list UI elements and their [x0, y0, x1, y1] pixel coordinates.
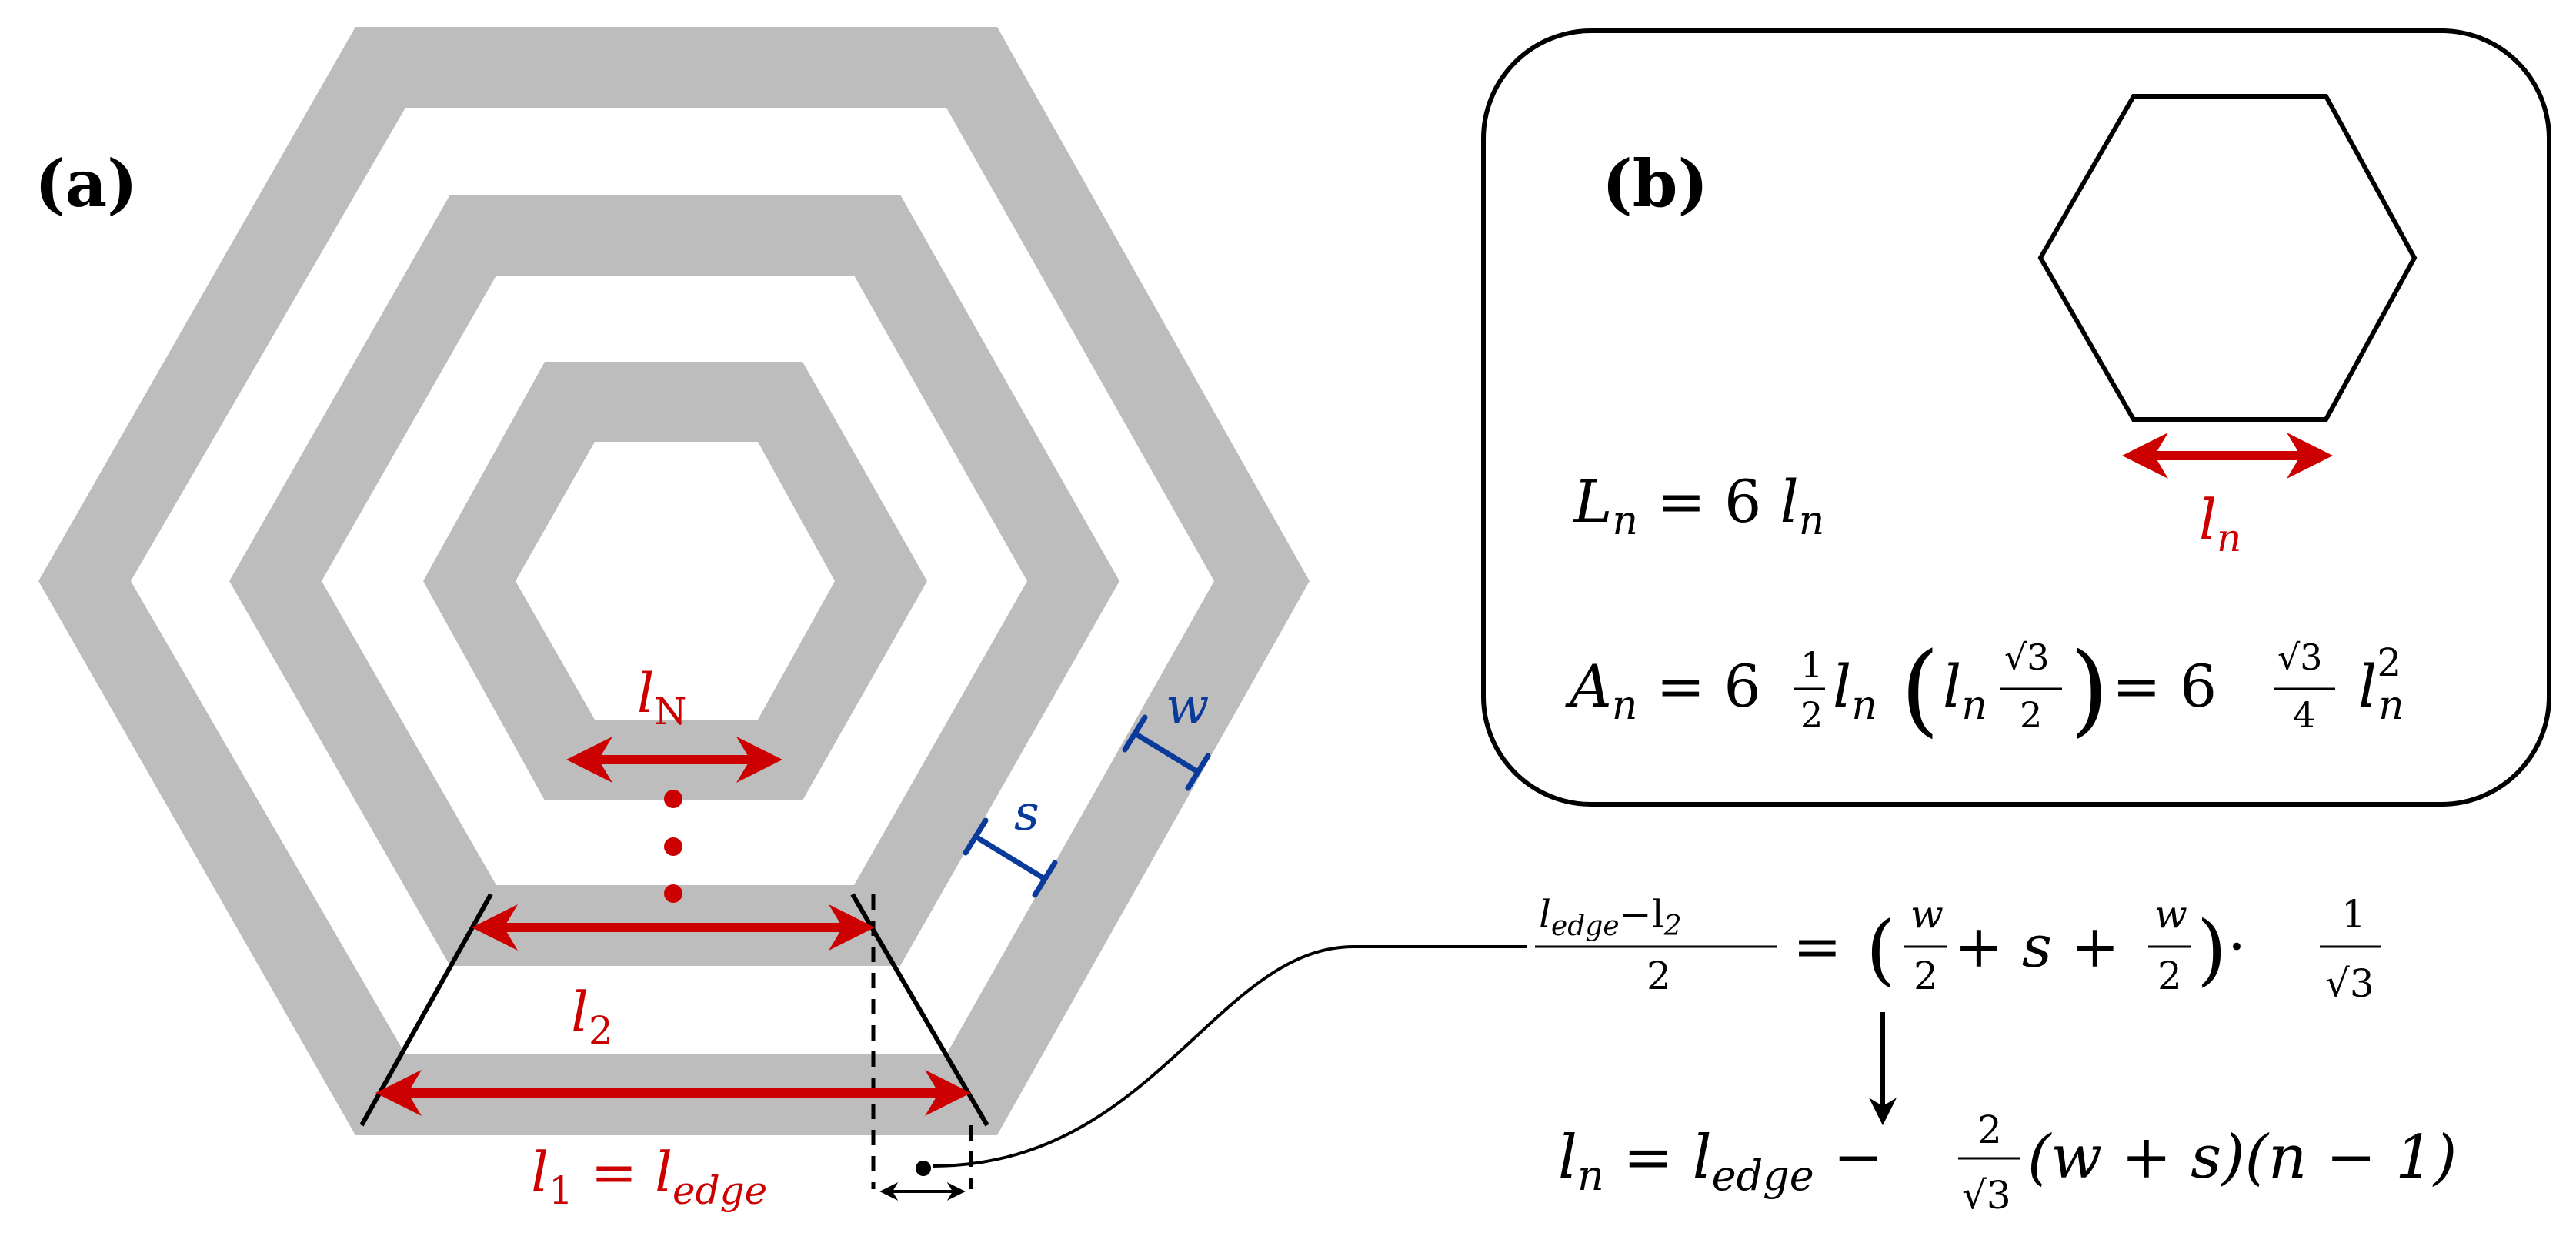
svg-text:1: 1 — [1800, 644, 1823, 686]
w-label: w — [1166, 677, 1210, 736]
svg-text:2: 2 — [1977, 1108, 2002, 1152]
svg-text:ln: ln — [1943, 652, 1987, 729]
derivation-step-2: ln = ledge − 2 √3 (w + s)(n − 1) — [1558, 1108, 2457, 1218]
derivation-step-1: ledge−l2 2 = ( w 2 + s + w 2 ) · 1 √3 — [1535, 892, 2381, 1006]
ln-label: ln — [2199, 487, 2241, 560]
svg-text:√3: √3 — [2277, 637, 2323, 678]
svg-text:2: 2 — [1647, 954, 1671, 998]
ellipsis-dot-3 — [664, 884, 682, 903]
panel-b: (b) ln Ln = 6 ln An = 6 1 2 ln ( ln √3 2… — [1481, 28, 2551, 807]
panel-b-label: (b) — [1602, 145, 1708, 222]
svg-text:2: 2 — [2020, 694, 2042, 736]
svg-text:·: · — [2227, 912, 2246, 981]
svg-text:ln: ln — [1833, 652, 1877, 729]
panel-b-frame — [1481, 28, 2551, 807]
lN-label: lN — [637, 662, 686, 733]
svg-text:1: 1 — [2341, 892, 2366, 937]
svg-text:): ) — [2197, 904, 2227, 994]
svg-text:w: w — [2154, 892, 2187, 937]
svg-text:2: 2 — [1800, 694, 1823, 736]
l1-label: l1 = ledge — [531, 1140, 767, 1213]
ellipsis-dot-2 — [664, 837, 682, 856]
perimeter-formula: Ln = 6 ln — [1572, 467, 1824, 544]
svg-text:): ) — [2070, 630, 2109, 747]
inner-hexagon-band — [423, 362, 927, 800]
svg-text:l2n: l2n — [2358, 640, 2404, 729]
svg-text:An = 6: An = 6 — [1565, 652, 1761, 729]
svg-text:ledge−l2: ledge−l2 — [1539, 892, 1682, 942]
svg-text:2: 2 — [1914, 954, 1938, 998]
connector-curve — [932, 945, 1527, 1168]
svg-text:ln = ledge −: ln = ledge − — [1558, 1123, 1884, 1200]
svg-text:+ s +: + s + — [1954, 912, 2120, 981]
svg-text:√3: √3 — [2325, 961, 2374, 1006]
ellipsis-dot-1 — [664, 790, 682, 808]
svg-text:= 6: = 6 — [2112, 652, 2217, 720]
svg-text:(w + s)(n − 1): (w + s)(n − 1) — [2027, 1123, 2457, 1192]
s-label: s — [1014, 785, 1039, 842]
svg-text:4: 4 — [2293, 694, 2315, 736]
panel-a-label: (a) — [35, 145, 138, 222]
l2-label: l2 — [571, 980, 613, 1053]
s-measure — [963, 817, 1058, 898]
svg-text:(: ( — [1900, 630, 1940, 747]
svg-text:w: w — [1910, 892, 1944, 937]
connector-dot — [916, 1161, 931, 1176]
svg-text:√3: √3 — [1962, 1173, 2011, 1218]
panel-a: (a) lN l2 l1 = ledge s — [35, 27, 1527, 1213]
svg-text:(: ( — [1866, 904, 1896, 994]
svg-text:2: 2 — [2157, 954, 2182, 998]
svg-text:=: = — [1793, 912, 1842, 981]
single-hexagon — [2037, 94, 2418, 422]
svg-text:√3: √3 — [2004, 637, 2050, 678]
w-measure — [1122, 714, 1211, 791]
